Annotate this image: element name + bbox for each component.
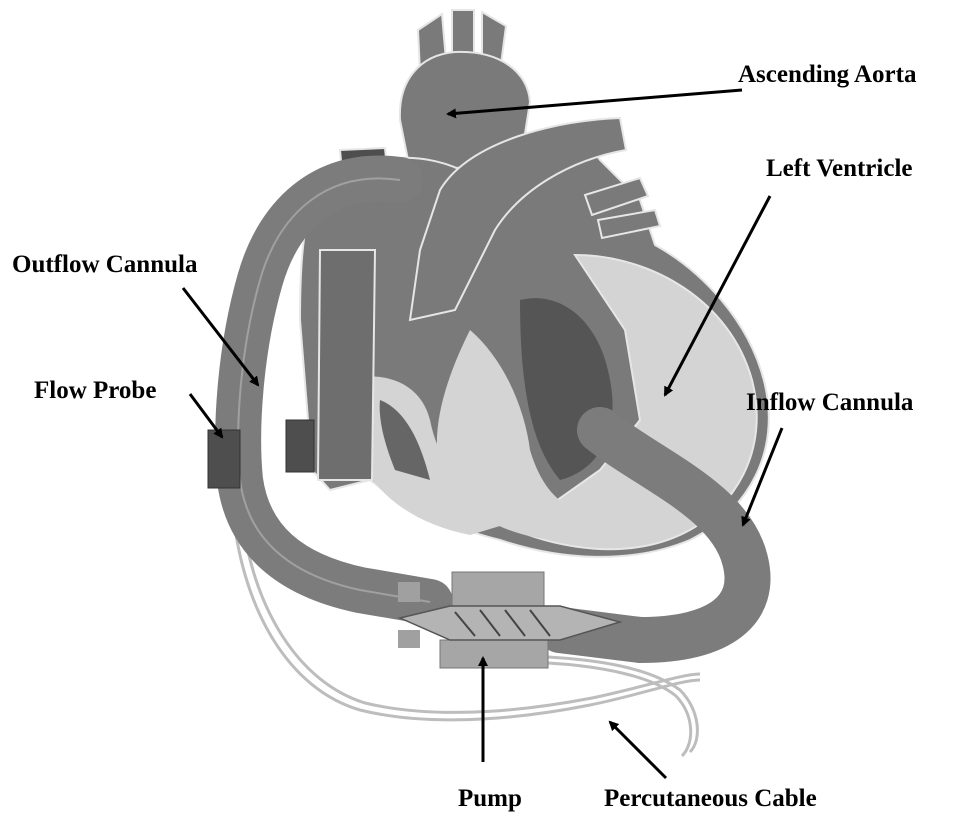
label-ascending-aorta: Ascending Aorta [738, 62, 916, 87]
label-outflow-cannula: Outflow Cannula [12, 252, 197, 277]
label-percutaneous-cable: Percutaneous Cable [604, 786, 817, 811]
label-flow-probe: Flow Probe [34, 378, 156, 403]
arrow-percutaneous-cable [610, 722, 666, 778]
label-left-ventricle: Left Ventricle [766, 156, 912, 181]
label-inflow-cannula: Inflow Cannula [746, 390, 913, 415]
label-pump: Pump [458, 786, 522, 811]
